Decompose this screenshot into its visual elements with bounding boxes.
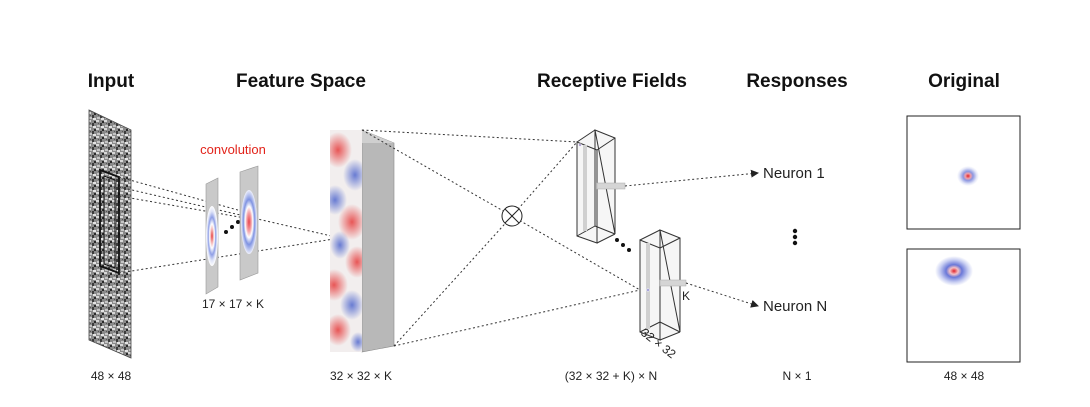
dim-input: 48 × 48 <box>91 369 132 383</box>
dim-responses: N × 1 <box>782 369 811 383</box>
input-image <box>88 109 132 359</box>
neuron-1-label: Neuron 1 <box>763 165 825 182</box>
k-label: K <box>682 289 690 303</box>
input-projection-lines <box>118 176 341 274</box>
receptive-field-box-1 <box>576 129 626 244</box>
original-panel-2 <box>906 248 1021 363</box>
kernel-ellipsis-icon <box>224 220 240 234</box>
dim-receptive-fields: (32 × 32 + K) × N <box>565 369 657 383</box>
feature-space-slab <box>330 129 395 353</box>
original-panel-1 <box>906 115 1021 230</box>
receptive-field-ellipsis-icon <box>615 238 631 252</box>
header-responses: Responses <box>746 71 847 92</box>
response-arrows <box>624 169 759 308</box>
dim-feature-space: 32 × 32 × K <box>330 369 392 383</box>
neuron-ellipsis-icon <box>792 228 798 246</box>
header-original: Original <box>928 71 1000 92</box>
dim-original: 48 × 48 <box>944 369 985 383</box>
product-operator-icon <box>501 205 523 227</box>
header-receptive-fields: Receptive Fields <box>537 71 687 92</box>
neuron-n-label: Neuron N <box>763 298 827 315</box>
kernel-1 <box>205 177 219 295</box>
dim-kernel: 17 × 17 × K <box>202 297 264 311</box>
projection-lines <box>361 129 641 347</box>
convolution-label: convolution <box>200 142 266 157</box>
receptive-field-box-2 <box>639 229 687 341</box>
header-feature-space: Feature Space <box>236 71 366 92</box>
kernel-2 <box>239 165 259 281</box>
header-input: Input <box>88 71 135 92</box>
